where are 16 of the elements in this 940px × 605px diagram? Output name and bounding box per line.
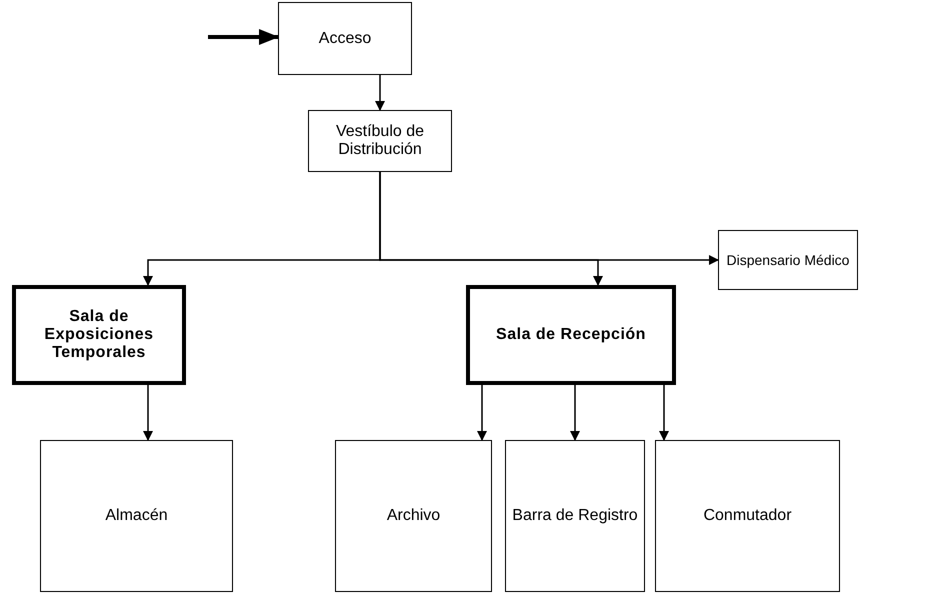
arrow — [477, 385, 487, 441]
process-box: Barra de Registro — [505, 440, 645, 592]
process-box: Dispensario Médico — [718, 230, 858, 290]
process-box: Sala de Recepción — [466, 285, 676, 385]
arrow — [659, 385, 669, 441]
arrow — [379, 172, 719, 265]
process-box: Archivo — [335, 440, 492, 592]
process-box: Conmutador — [655, 440, 840, 592]
arrow — [570, 385, 580, 441]
process-box: Almacén — [40, 440, 233, 592]
process-box: Acceso — [278, 2, 412, 75]
arrow — [375, 75, 385, 111]
arrow — [208, 29, 279, 45]
process-box: Sala de Exposiciones Temporales — [12, 285, 186, 385]
process-box: Vestíbulo de Distribución — [308, 110, 452, 172]
arrow — [143, 385, 153, 441]
